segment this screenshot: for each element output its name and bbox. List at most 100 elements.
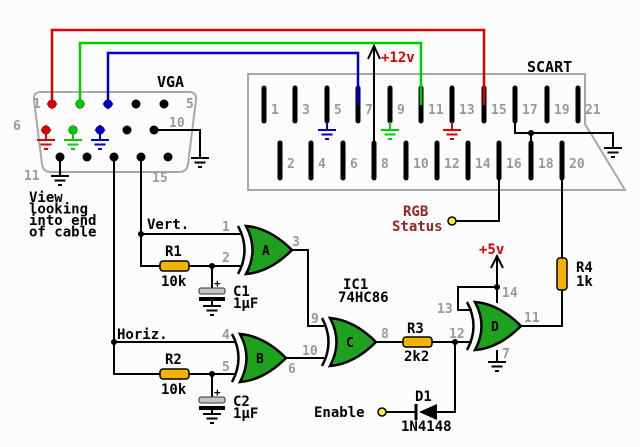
- view-note: View looking into end of cable: [29, 190, 96, 241]
- vga-pin-label: 15: [152, 171, 168, 186]
- vga-title: VGA: [157, 73, 184, 91]
- c1-plate-negative: [199, 297, 225, 301]
- rgb-status-label: Status: [392, 219, 443, 235]
- green-gnd-pin-marker: [67, 124, 79, 136]
- scart-pin-label: 19: [554, 103, 570, 118]
- junction-dot: [111, 339, 117, 345]
- ground-icon: [63, 139, 83, 150]
- resistor-r4: [556, 257, 568, 291]
- vga-pin-label: 11: [24, 169, 40, 184]
- scart-pin-label: 5: [334, 103, 342, 118]
- ground-icon: [90, 139, 110, 150]
- junction-dot: [138, 231, 144, 237]
- scart-pin-label: 3: [302, 103, 310, 118]
- enable-label: Enable: [314, 405, 365, 421]
- arrow-up-icon: [367, 43, 381, 60]
- horiz-label: Horiz.: [117, 327, 168, 343]
- blue-gnd-pin-marker: [94, 124, 106, 136]
- output-stage: +5v D 13 12 14 11 7 Enable D1 1N4148 R4 …: [314, 178, 593, 435]
- gate-a-pin2: 2: [222, 251, 230, 266]
- green-pin-marker: [74, 98, 86, 110]
- scart-pin-label: 20: [569, 157, 585, 172]
- vga-pin10-ground-wire: [154, 129, 201, 158]
- gate-b-pin6: 6: [288, 362, 296, 377]
- r4-ref: R4: [576, 260, 593, 276]
- r1-value: 10k: [161, 274, 187, 290]
- capacitor-c1: + C1 1µF: [198, 266, 258, 316]
- rgb-status-terminal[interactable]: [447, 216, 457, 226]
- red-gnd-pin-marker: [40, 124, 52, 136]
- composite-sync-wire: [521, 178, 563, 327]
- ground-icon: [380, 129, 400, 140]
- junction-dot: [494, 284, 500, 290]
- d1-value: 1N4148: [401, 419, 452, 435]
- c2-plate-positive: [198, 396, 226, 404]
- scart-pin-label: 13: [459, 103, 475, 118]
- vga-pin-label: 6: [13, 119, 21, 134]
- scart-pin-label: 6: [350, 157, 358, 172]
- resistor-r2: [159, 368, 190, 380]
- ic1-ref: IC1: [343, 277, 368, 293]
- gate-c-letter: C: [346, 336, 354, 351]
- ground-icon: [202, 305, 222, 316]
- note-line: looking: [29, 202, 88, 218]
- rgb-status-wire: [456, 180, 500, 222]
- enable-wires: [386, 342, 456, 413]
- scart-connector: 1 3 5 7 9 11 13 15 17 19 21 2 4 6 8 10 1…: [247, 58, 627, 191]
- note-line: View: [29, 190, 63, 206]
- diode-d1: [419, 404, 437, 420]
- gate-c-pin8: 8: [381, 327, 389, 342]
- d1-ref: D1: [415, 389, 432, 405]
- blue-pin-marker: [102, 98, 114, 110]
- scart-pin-label: 8: [381, 157, 389, 172]
- horiz-channel: Horiz. R2 10k + C2 1µF B 4 5 6: [111, 157, 296, 424]
- enable-terminal[interactable]: [377, 407, 387, 417]
- scart-pin-label: 12: [444, 157, 460, 172]
- gate-d-power-wires: [457, 258, 498, 311]
- scart-pin-label: 10: [413, 157, 429, 172]
- c1-value: 1µF: [233, 296, 258, 312]
- c2-value: 1µF: [233, 406, 258, 422]
- r1-ref: R1: [165, 244, 182, 260]
- vga-outline: [32, 91, 198, 173]
- scart-pin-label: 11: [428, 103, 444, 118]
- gate-d-pin7: 7: [502, 347, 510, 362]
- green-video-wire: [78, 41, 423, 105]
- vert-label: Vert.: [147, 217, 189, 233]
- scart-pin-label: 7: [365, 103, 373, 118]
- ground-icon: [442, 129, 462, 140]
- vga-pin-dots: [41, 99, 173, 162]
- note-line: into end: [29, 213, 96, 229]
- gate-b-pin4: 4: [222, 328, 230, 343]
- arrow-up-icon: [490, 253, 504, 269]
- c1-plate-positive: [198, 287, 226, 295]
- c2-polarity: +: [214, 386, 221, 399]
- rgb-status-label: RGB: [403, 204, 428, 220]
- c2-plate-negative: [199, 406, 225, 410]
- r4-value: 1k: [576, 274, 593, 290]
- ground-icon: [190, 157, 210, 168]
- red-pin-marker: [46, 98, 58, 110]
- ic1-part: 74HC86: [338, 290, 389, 306]
- gate-a-pin3: 3: [292, 235, 300, 250]
- r2-value: 10k: [161, 382, 187, 398]
- gate-a-letter: A: [262, 244, 270, 259]
- scart-pin-label: 21: [585, 103, 601, 118]
- r2-ref: R2: [165, 352, 182, 368]
- scart-pin-label: 2: [287, 157, 295, 172]
- gate-c-input-wires: [284, 249, 324, 359]
- gate-c-pin10: 10: [302, 344, 318, 359]
- gate-d-letter: D: [491, 320, 499, 335]
- ground-icon: [317, 129, 337, 140]
- resistor-r3: [402, 336, 433, 348]
- red-video-wire: [50, 28, 486, 105]
- gate-b-letter: B: [256, 352, 264, 367]
- gate-b-pin5: 5: [222, 360, 230, 375]
- c1-polarity: +: [214, 277, 221, 290]
- gate-d-pin11: 11: [524, 311, 540, 326]
- capacitor-c2: + C2 1µF: [198, 374, 258, 424]
- gate-d-pin12: 12: [449, 327, 465, 342]
- plus12v-label: +12v: [381, 50, 415, 66]
